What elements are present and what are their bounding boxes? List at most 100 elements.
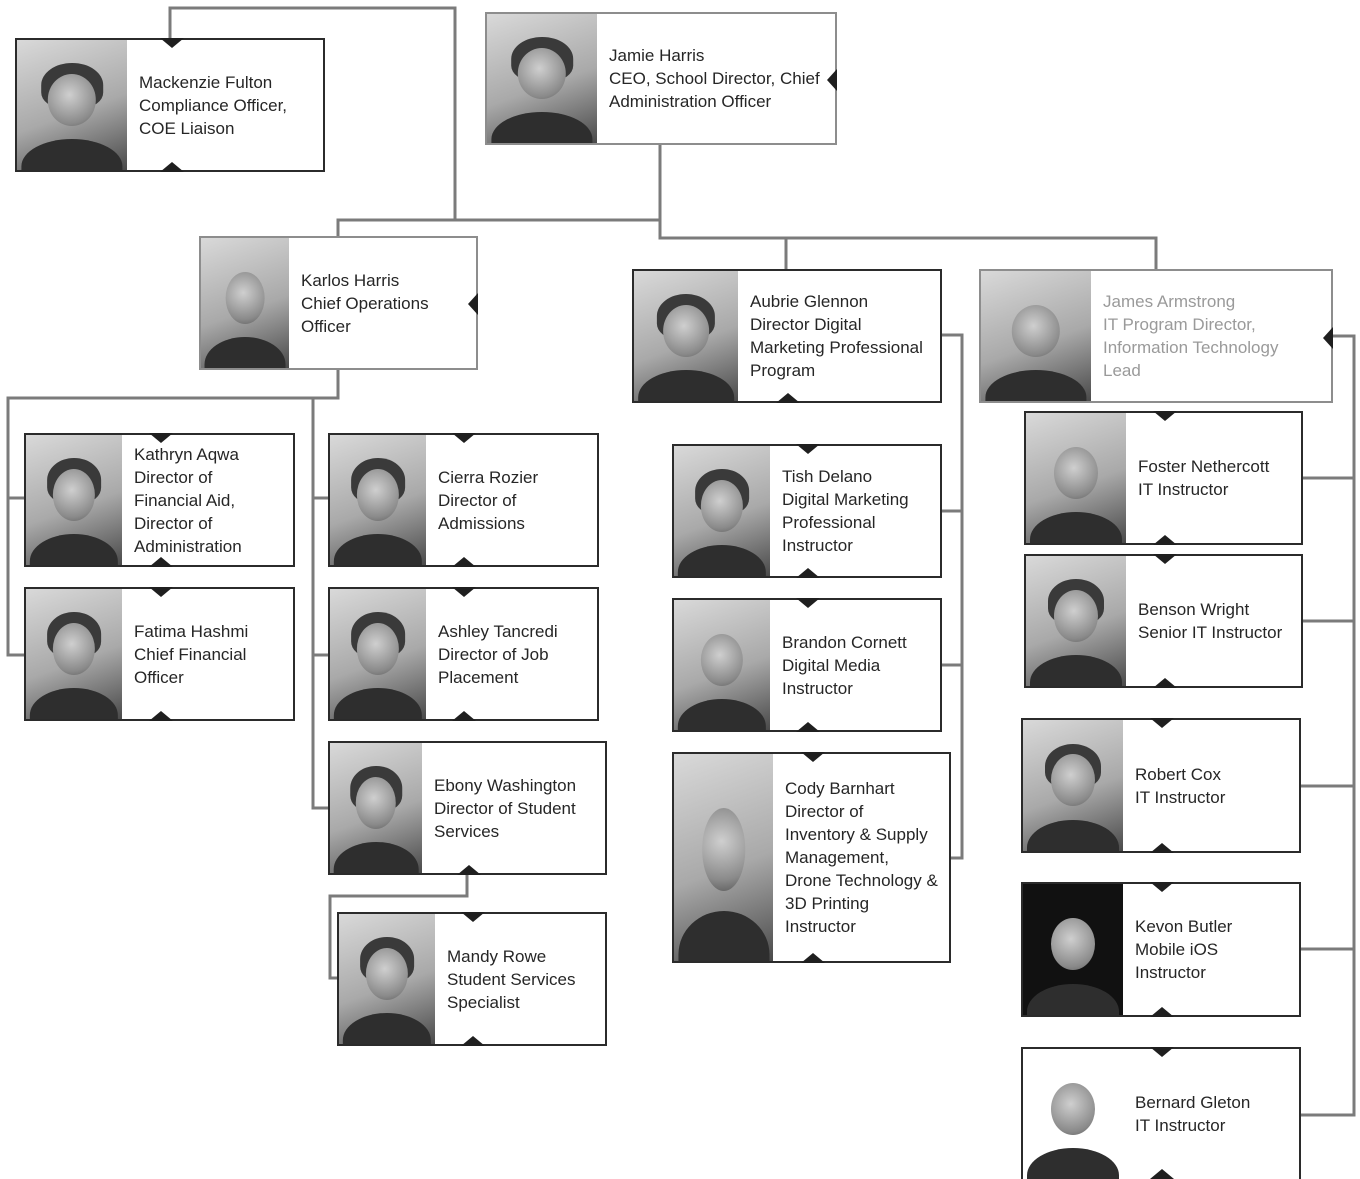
expand-arrow-icon[interactable] (149, 557, 173, 567)
portrait-photo (674, 446, 770, 576)
person-card-cierra-rozier[interactable]: Cierra Rozier Director of Admissions (328, 433, 599, 567)
portrait-photo (674, 600, 770, 730)
person-title-line: Digital Media (782, 655, 881, 675)
expand-arrow-icon[interactable] (160, 162, 184, 172)
person-title-line: Information Technology (1103, 338, 1279, 357)
person-title-line: Administration Officer (609, 92, 772, 111)
person-card-karlos-harris[interactable]: Karlos Harris Chief Operations Officer (199, 236, 478, 370)
portrait-photo (674, 754, 773, 961)
person-card-ashley-tancredi[interactable]: Ashley Tancredi Director of Job Placemen… (328, 587, 599, 721)
person-name: Cierra Rozier (438, 467, 539, 487)
person-title-line: Instructor (785, 917, 856, 936)
person-title-line: 3D Printing (785, 894, 870, 913)
person-card-foster-nethercott[interactable]: Foster Nethercott IT Instructor (1024, 411, 1303, 545)
portrait-photo (1023, 720, 1123, 851)
expand-arrow-icon[interactable] (1150, 843, 1174, 853)
person-title-line: Management, (785, 848, 889, 867)
person-card-kevon-butler[interactable]: Kevon Butler Mobile iOS Instructor (1021, 882, 1301, 1017)
person-title-line: Instructor (782, 678, 853, 698)
expand-arrow-icon[interactable] (801, 953, 825, 963)
expand-left-arrow-icon[interactable] (827, 69, 837, 91)
person-name: Bernard Gleton (1135, 1093, 1251, 1112)
collapse-arrow-icon[interactable] (149, 587, 173, 597)
expand-arrow-icon[interactable] (1153, 678, 1177, 688)
collapse-arrow-icon[interactable] (1153, 554, 1177, 564)
person-title-line: Marketing Professional (750, 338, 923, 357)
expand-arrow-icon[interactable] (776, 393, 800, 403)
person-card-mandy-rowe[interactable]: Mandy Rowe Student Services Specialist (337, 912, 607, 1046)
collapse-arrow-icon[interactable] (801, 752, 825, 762)
person-name: Benson Wright (1138, 600, 1250, 619)
person-title-line: Program (750, 361, 816, 380)
person-name: Ashley Tancredi (438, 621, 558, 641)
person-card-james-armstrong[interactable]: James Armstrong IT Program Director, Inf… (979, 269, 1333, 403)
expand-arrow-icon[interactable] (457, 865, 481, 875)
expand-arrow-icon[interactable] (1153, 535, 1177, 545)
person-name: Robert Cox (1135, 764, 1221, 784)
person-title-line: Professional (782, 513, 876, 532)
expand-arrow-icon[interactable] (461, 1036, 485, 1046)
collapse-arrow-icon[interactable] (452, 433, 476, 443)
person-card-kathryn-aqwa[interactable]: Kathryn Aqwa Director of Financial Aid, … (24, 433, 295, 567)
collapse-arrow-icon[interactable] (452, 587, 476, 597)
person-name: Brandon Cornett (782, 632, 907, 652)
person-card-aubrie-glennon[interactable]: Aubrie Glennon Director Digital Marketin… (632, 269, 942, 403)
portrait-photo (339, 914, 435, 1044)
person-title-line: Director of (438, 490, 517, 510)
collapse-arrow-icon[interactable] (796, 598, 820, 608)
person-card-brandon-cornett[interactable]: Brandon Cornett Digital Media Instructor (672, 598, 942, 732)
person-card-bernard-gleton[interactable]: Bernard Gleton IT Instructor (1021, 1047, 1301, 1179)
person-name: Cody Barnhart (785, 779, 895, 798)
person-title-line: Director Digital (750, 315, 862, 334)
person-card-cody-barnhart[interactable]: Cody Barnhart Director of Inventory & Su… (672, 752, 951, 963)
person-card-tish-delano[interactable]: Tish Delano Digital Marketing Profession… (672, 444, 942, 578)
collapse-arrow-icon[interactable] (160, 38, 184, 48)
person-title-line: Director of (785, 802, 864, 821)
person-name: Mandy Rowe (447, 946, 547, 966)
person-title-line: Placement (438, 667, 519, 687)
portrait-photo (17, 40, 127, 170)
person-title-line: Compliance Officer, (139, 95, 288, 115)
person-title-line: Director of Student (434, 798, 576, 818)
expand-left-arrow-icon[interactable] (468, 293, 478, 315)
person-name: Kevon Butler (1135, 917, 1233, 936)
person-title-line: COE Liaison (139, 118, 235, 138)
collapse-arrow-icon[interactable] (149, 433, 173, 443)
person-card-robert-cox[interactable]: Robert Cox IT Instructor (1021, 718, 1301, 853)
portrait-photo (634, 271, 738, 401)
person-title-line: Director of (134, 467, 213, 487)
person-title-line: Director of Job (438, 644, 549, 664)
collapse-arrow-icon[interactable] (1150, 718, 1174, 728)
person-name: Foster Nethercott (1138, 457, 1270, 476)
expand-arrow-icon[interactable] (452, 557, 476, 567)
person-card-mackenzie-fulton[interactable]: Mackenzie Fulton Compliance Officer, COE… (15, 38, 325, 172)
collapse-arrow-icon[interactable] (1153, 411, 1177, 421)
portrait-photo (1026, 556, 1126, 686)
expand-arrow-icon[interactable] (452, 711, 476, 721)
portrait-photo (330, 589, 426, 719)
collapse-arrow-icon[interactable] (461, 912, 485, 922)
collapse-arrow-icon[interactable] (796, 444, 820, 454)
person-card-benson-wright[interactable]: Benson Wright Senior IT Instructor (1024, 554, 1303, 688)
person-card-jamie-harris[interactable]: Jamie Harris CEO, School Director, Chief… (485, 12, 837, 145)
person-title-line: Drone Technology & (785, 871, 938, 890)
collapse-arrow-icon[interactable] (1150, 1047, 1174, 1057)
person-title-line: IT Instructor (1138, 480, 1229, 499)
person-title-line: Financial Aid, (134, 490, 236, 510)
expand-arrow-icon[interactable] (796, 722, 820, 732)
person-title-line: Inventory & Supply (785, 825, 928, 844)
expand-arrow-icon[interactable] (1150, 1169, 1174, 1179)
person-title-line: Mobile iOS (1135, 940, 1219, 959)
person-title-line: Specialist (447, 992, 520, 1012)
portrait-photo (201, 238, 289, 368)
person-card-fatima-hashmi[interactable]: Fatima Hashmi Chief Financial Officer (24, 587, 295, 721)
person-card-ebony-washington[interactable]: Ebony Washington Director of Student Ser… (328, 741, 607, 875)
person-title-line: Administration (134, 536, 242, 556)
expand-left-arrow-icon[interactable] (1323, 327, 1333, 349)
expand-arrow-icon[interactable] (796, 568, 820, 578)
portrait-photo (1023, 1049, 1123, 1179)
expand-arrow-icon[interactable] (149, 711, 173, 721)
person-name: Karlos Harris (301, 270, 400, 290)
collapse-arrow-icon[interactable] (1150, 882, 1174, 892)
expand-arrow-icon[interactable] (1150, 1007, 1174, 1017)
